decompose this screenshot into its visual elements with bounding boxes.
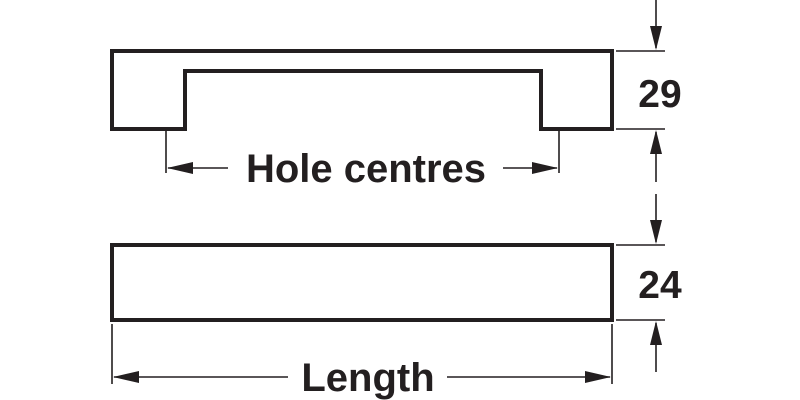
handle-top-profile [110, 243, 614, 322]
hole-centres-arrow-left-icon [167, 162, 193, 174]
hole-centres-dimension: Hole centres [165, 131, 560, 191]
length-dimension: Length [111, 324, 613, 400]
top-height-dimension: 29 [616, 0, 682, 182]
handle-top-outline [110, 243, 614, 322]
length-arrow-left-icon [113, 371, 139, 383]
length-label: Length [301, 356, 434, 400]
bottom-height-label: 24 [638, 264, 682, 307]
bottom-height-arrow-up-icon [650, 321, 662, 345]
length-arrow-right-icon [585, 371, 611, 383]
handle-profile-outline [110, 49, 614, 131]
hole-centres-label: Hole centres [246, 147, 486, 191]
top-height-label: 29 [638, 73, 681, 116]
bottom-height-arrow-down-icon [650, 220, 662, 244]
bottom-height-dimension: 24 [616, 194, 682, 372]
top-height-arrow-up-icon [650, 130, 662, 154]
handle-side-profile [110, 49, 614, 131]
hole-centres-arrow-right-icon [532, 162, 558, 174]
top-height-arrow-down-icon [650, 26, 662, 50]
